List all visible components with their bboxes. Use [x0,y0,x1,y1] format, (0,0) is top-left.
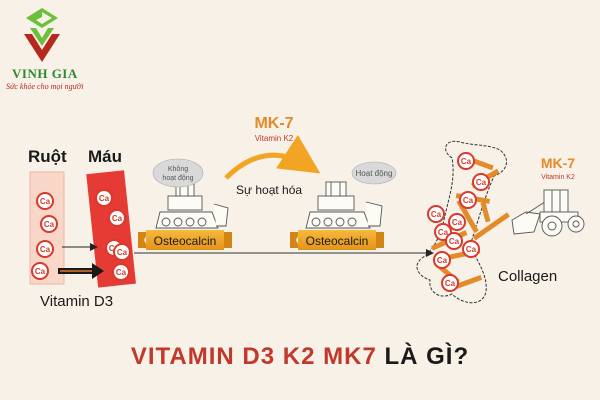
mk7-right-label: MK-7 [541,155,575,171]
calcium-label: Ca [437,256,448,265]
calcium-group-blood: Ca Ca Ca Ca Ca [95,189,131,281]
bubble-inactive: Không hoạt động [152,158,204,188]
calcium-label: Ca [461,157,472,166]
calcium-label: Ca [35,267,46,276]
title-part-2: LÀ GÌ? [384,343,470,370]
title-part-1: VITAMIN D3 K2 MK7 [130,343,377,370]
label-vitamin-d3: Vitamin D3 [40,293,113,310]
calcium-ion: Ca [36,240,54,258]
osteocalcin-label-right: Osteocalcin [306,234,369,248]
calcium-label: Ca [449,237,460,246]
calcium-label: Ca [117,248,128,257]
calcium-ion: Ca [108,209,126,227]
calcium-ion: Ca [40,215,58,233]
calcium-ion: Ca [445,232,463,250]
mk7-center-label: MK-7 [254,115,293,132]
active-bulldozer-icon [305,181,383,229]
calcium-group-bone: Ca Ca Ca Ca Ca Ca Ca Ca Ca Ca [427,152,490,292]
label-collagen: Collagen [498,268,557,285]
label-mau: Máu [88,147,122,166]
calcium-label: Ca [463,196,474,205]
calcium-ion: Ca [113,243,131,261]
calcium-label: Ca [438,228,449,237]
label-activation: Sự hoạt hóa [236,183,302,197]
page-title: VITAMIN D3 K2 MK7 LÀ GÌ? [0,343,600,371]
osteocalcin-ribbon-left: Osteocalcin [138,230,232,250]
calcium-group-intestine: Ca Ca Ca Ca [31,192,58,280]
calcium-ion: Ca [31,262,49,280]
bubble-inactive-line2: hoạt động [162,175,193,182]
calcium-ion: Ca [112,263,130,281]
calcium-label: Ca [466,245,477,254]
leaf-v-logo-icon [24,8,60,62]
bubble-active-label: Hoạt động [356,169,393,178]
mk7-right-sub: Vitamin K2 [541,174,575,181]
calcium-ion: Ca [448,213,466,231]
calcium-ion: Ca [462,240,480,258]
activation-arrow [224,134,321,180]
calcium-label: Ca [99,194,110,203]
inactive-bulldozer-icon [155,183,229,229]
calcium-ion: Ca [433,251,451,269]
calcium-ion: Ca [457,152,475,170]
calcium-label: Ca [452,218,463,227]
brand-name: VINH GIA [12,66,78,81]
calcium-ion: Ca [427,205,445,223]
bubble-active: Hoạt động [351,161,397,185]
brand-tagline: Sức khỏe cho mọi người [6,82,84,91]
calcium-label: Ca [40,245,51,254]
osteocalcin-label-left: Osteocalcin [154,234,217,248]
bubble-inactive-line1: Không [168,166,188,173]
label-ruot: Ruột [28,147,67,166]
calcium-label: Ca [44,220,55,229]
osteocalcin-ribbon-right: Osteocalcin [290,230,384,250]
calcium-ion: Ca [441,274,459,292]
calcium-label: Ca [112,214,123,223]
calcium-label: Ca [476,178,487,187]
loader-machine-icon [511,189,585,237]
calcium-label: Ca [431,210,442,219]
calcium-ion: Ca [36,192,54,210]
calcium-label: Ca [445,279,456,288]
calcium-label: Ca [116,268,127,277]
calcium-ion: Ca [459,191,477,209]
calcium-ion: Ca [472,173,490,191]
calcium-ion: Ca [95,189,113,207]
mk7-center-sub: Vitamin K2 [255,134,294,143]
calcium-label: Ca [40,197,51,206]
